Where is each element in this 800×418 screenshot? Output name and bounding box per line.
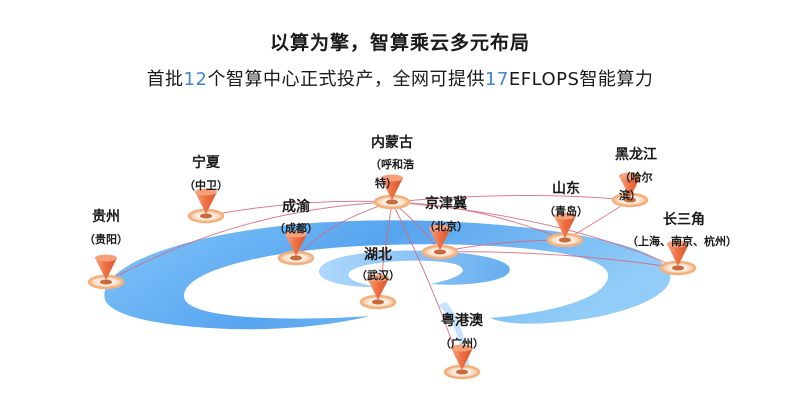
link-ningxia bbox=[205, 200, 393, 217]
node-label-neimenggu: 内蒙古 bbox=[371, 135, 413, 151]
pin-center-hubei bbox=[372, 299, 384, 305]
node-label-yuegangao: 粤港澳 bbox=[441, 313, 483, 329]
subtitle-suffix: EFLOPS智能算力 bbox=[508, 69, 654, 90]
node-city-shandong: （青岛） bbox=[544, 205, 588, 218]
pin-marker-guizhou bbox=[95, 258, 117, 280]
node-city-hubei: （武汉） bbox=[356, 269, 400, 282]
page-title: 以算为擎，智算乘云多元布局 bbox=[269, 32, 530, 54]
node-city-neimenggu-2: 特） bbox=[375, 177, 397, 190]
pin-top-hubei bbox=[367, 274, 389, 282]
pin-center-shandong bbox=[559, 237, 571, 243]
pin-top-ningxia bbox=[195, 188, 217, 196]
pin-yuegangao bbox=[443, 344, 481, 380]
pin-top-chengyu bbox=[285, 230, 307, 238]
node-label-chengyu: 成渝 bbox=[282, 199, 310, 215]
node-label-heilongjiang: 黑龙江 bbox=[615, 147, 657, 163]
pin-top-heilongjiang bbox=[619, 172, 641, 180]
link-heilongjiang bbox=[391, 194, 631, 203]
pin-marker-chengyu bbox=[285, 234, 307, 256]
pin-shandong bbox=[546, 212, 584, 248]
subtitle-middle: 个智算中心正式投产，全网可提供 bbox=[207, 69, 485, 90]
pin-center-heilongjiang bbox=[624, 197, 636, 203]
link-jjj-csj bbox=[439, 251, 679, 269]
pin-center-guizhou bbox=[100, 279, 112, 285]
pin-marker-shandong bbox=[554, 216, 576, 238]
pin-marker-neimenggu bbox=[381, 178, 403, 200]
node-city-changsanjiao: （上海、南京、杭州） bbox=[627, 235, 737, 248]
cloud-ring-inner bbox=[318, 250, 510, 288]
cloud-ring-outer bbox=[104, 220, 671, 330]
pin-center-changsanjiao bbox=[672, 265, 684, 271]
eflops-number: 17 bbox=[484, 69, 509, 90]
node-city-neimenggu-1: （呼和浩 bbox=[370, 158, 414, 171]
pin-center-ningxia bbox=[200, 213, 212, 219]
node-label-ningxia: 宁夏 bbox=[192, 155, 220, 171]
node-label-changsanjiao: 长三角 bbox=[663, 212, 705, 228]
link-shandong bbox=[391, 201, 566, 241]
pin-guizhou bbox=[87, 254, 125, 290]
pin-hubei bbox=[359, 274, 397, 310]
page-subtitle: 首批12个智算中心正式投产，全网可提供17EFLOPS智能算力 bbox=[0, 65, 800, 91]
node-city-jingjinji: （北京） bbox=[424, 220, 468, 233]
pin-marker-yuegangao bbox=[451, 348, 473, 370]
pin-marker-heilongjiang bbox=[619, 176, 641, 198]
node-city-heilongjiang-2: 滨） bbox=[619, 189, 641, 202]
node-label-shandong: 山东 bbox=[552, 181, 580, 197]
pin-top-yuegangao bbox=[451, 344, 473, 352]
pin-center-neimenggu bbox=[386, 199, 398, 205]
datacenter-count: 12 bbox=[183, 69, 208, 90]
link-guizhou bbox=[105, 201, 393, 283]
node-city-heilongjiang-1: （哈尔 bbox=[619, 171, 653, 184]
pin-jingjinji bbox=[421, 224, 459, 260]
node-city-chengyu: （成都） bbox=[274, 222, 318, 235]
pin-top-guizhou bbox=[95, 254, 117, 262]
pin-marker-ningxia bbox=[195, 192, 217, 214]
node-label-jingjinji: 京津冀 bbox=[425, 196, 467, 212]
pin-marker-changsanjiao bbox=[667, 244, 689, 266]
node-city-guizhou: （贵阳） bbox=[84, 233, 128, 246]
pin-marker-hubei bbox=[367, 278, 389, 300]
pin-center-jingjinji bbox=[434, 249, 446, 255]
pin-top-changsanjiao bbox=[667, 240, 689, 248]
node-city-ningxia: （中卫） bbox=[184, 179, 228, 192]
pin-marker-jingjinji bbox=[429, 228, 451, 250]
pin-top-neimenggu bbox=[381, 174, 403, 182]
pin-heilongjiang bbox=[611, 172, 649, 208]
pin-top-shandong bbox=[554, 212, 576, 220]
pin-top-jingjinji bbox=[429, 224, 451, 232]
node-label-hubei: 湖北 bbox=[364, 247, 392, 263]
link-changsanjiao bbox=[391, 201, 679, 269]
pin-center-yuegangao bbox=[456, 369, 468, 375]
pin-neimenggu bbox=[373, 174, 411, 210]
pin-changsanjiao bbox=[659, 240, 697, 276]
pin-chengyu bbox=[277, 230, 315, 266]
node-label-guizhou: 贵州 bbox=[92, 209, 120, 225]
pin-ningxia bbox=[187, 188, 225, 224]
subtitle-prefix: 首批 bbox=[146, 69, 184, 90]
pin-center-chengyu bbox=[290, 255, 302, 261]
node-city-yuegangao: （广州） bbox=[440, 337, 484, 350]
